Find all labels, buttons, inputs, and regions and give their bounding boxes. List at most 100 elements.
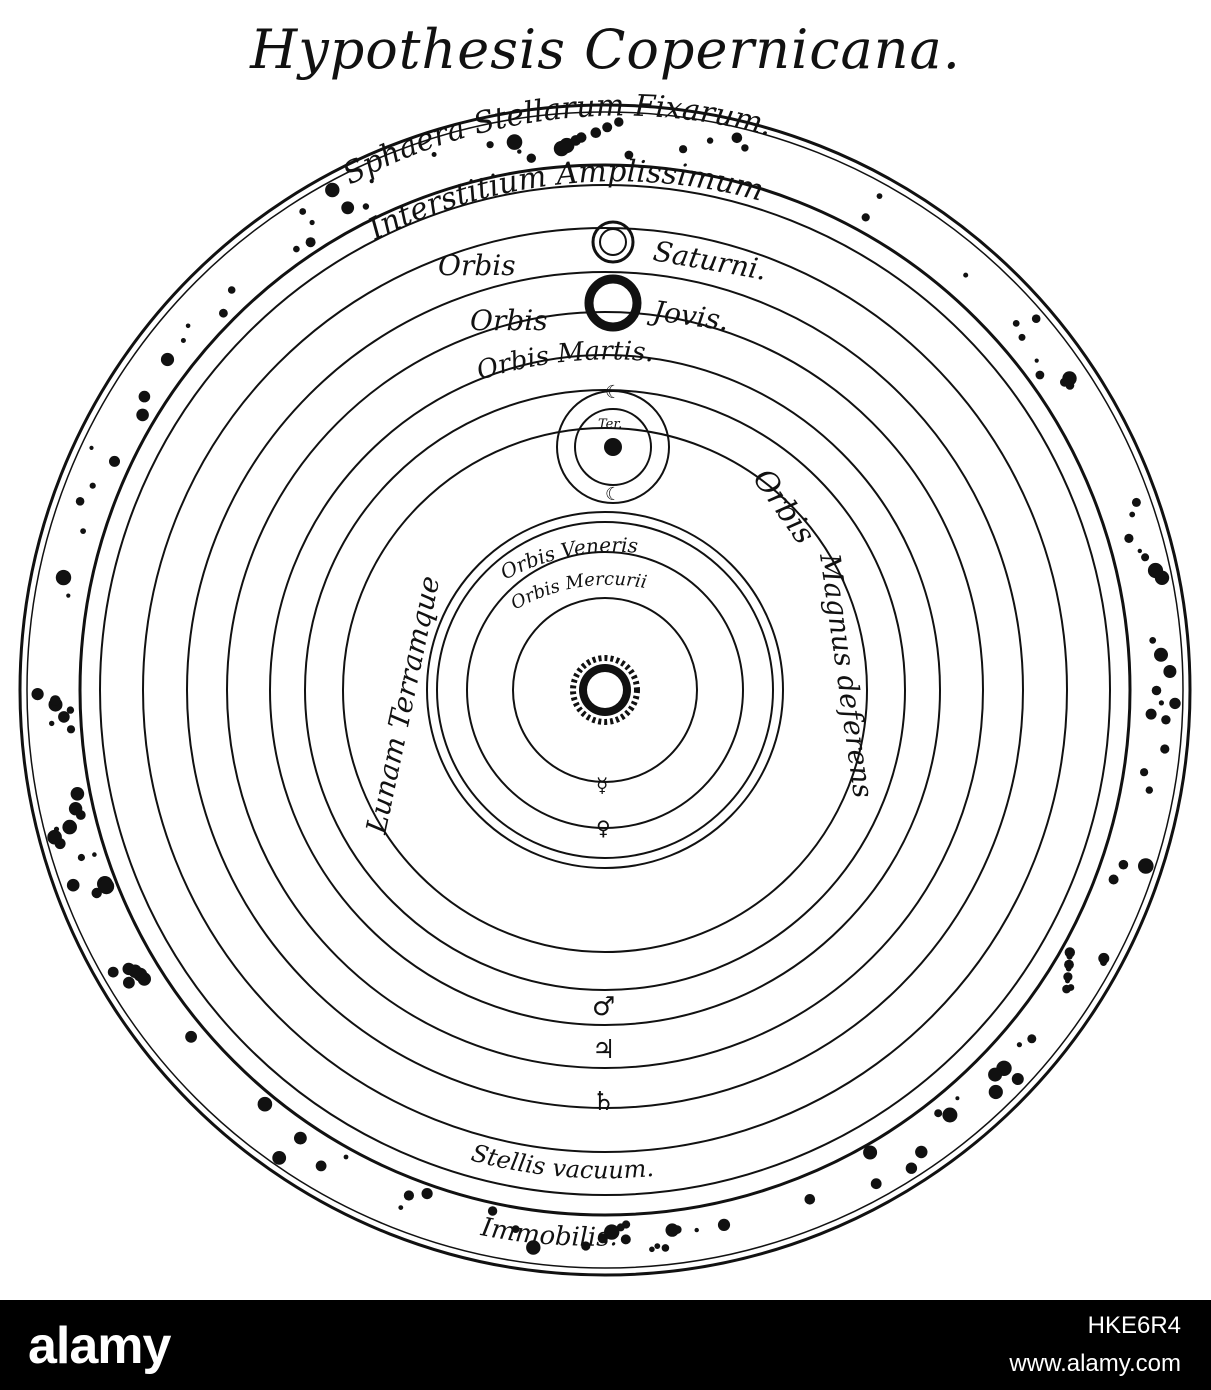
star-icon: [1141, 553, 1150, 562]
star-icon: [294, 1131, 307, 1145]
label-orbis-jovis-left: Orbis: [470, 304, 548, 337]
star-icon: [576, 132, 587, 143]
label-lunam-terramque: Lunam Terramque: [359, 573, 446, 838]
star-icon: [1131, 497, 1141, 507]
star-icon: [1159, 653, 1165, 660]
star-icon: [511, 1225, 520, 1233]
venus-orbit: [466, 551, 744, 829]
star-icon: [624, 150, 634, 160]
star-icon: [1011, 1073, 1024, 1085]
moon-orbit-outer: [556, 390, 670, 504]
star-icon: [1065, 965, 1072, 972]
star-icon: [128, 964, 142, 978]
star-icon: [77, 853, 85, 862]
star-icon: [590, 127, 602, 138]
star-icon: [673, 1225, 682, 1234]
fixed-stars-band-inner: [78, 163, 1132, 1217]
star-icon: [1147, 562, 1164, 579]
star-icon: [731, 132, 743, 144]
star-icon: [870, 1178, 882, 1190]
star-icon: [66, 878, 80, 892]
moon-icon-lower: ☾: [605, 484, 621, 505]
star-icon: [369, 179, 374, 184]
site-url: www.alamy.com: [1009, 1350, 1181, 1377]
star-icon: [905, 1162, 918, 1174]
star-icon: [487, 1206, 498, 1216]
star-icon: [58, 711, 70, 723]
star-icon: [679, 145, 688, 154]
star-icon: [934, 1109, 943, 1118]
moon-orbit-inner: [574, 408, 652, 486]
venus-icon: ♀: [596, 816, 611, 840]
star-icon: [31, 688, 44, 701]
star-icon: [1065, 978, 1070, 984]
star-icon: [526, 1240, 541, 1255]
star-icon: [1161, 715, 1171, 725]
star-icon: [1129, 511, 1136, 518]
image-id: HKE6R4: [1087, 1312, 1181, 1339]
star-icon: [315, 1160, 327, 1172]
star-icon: [1063, 972, 1073, 982]
star-icon: [89, 445, 94, 450]
star-icon: [62, 819, 77, 835]
star-icon: [362, 203, 370, 210]
mars-orbit-inner: [304, 389, 906, 991]
label-terra: Ter.: [598, 417, 622, 432]
label-jovis: Jovis.: [646, 294, 731, 338]
star-icon: [1140, 768, 1149, 777]
star-icon: [109, 455, 120, 467]
star-icon: [53, 826, 60, 832]
earth-orbit-outer: [342, 427, 868, 953]
outer-sphere-ring-inner: [26, 111, 1184, 1269]
star-icon: [80, 528, 86, 534]
star-icon: [122, 976, 135, 989]
star-icon: [1137, 548, 1143, 554]
star-icon: [717, 1218, 731, 1231]
star-icon: [293, 245, 300, 253]
star-icon: [1027, 1034, 1037, 1044]
star-icon: [70, 787, 85, 801]
star-icon: [66, 593, 71, 598]
star-icon: [1108, 874, 1119, 885]
copernican-diagram: ☾ ☾ ☿ ♀ ♂ ♃ ♄ Sphaera Stellarum Fixarum.…: [18, 88, 1192, 1277]
star-icon: [706, 137, 714, 144]
star-icon: [988, 1067, 1003, 1082]
label-stellis-vacuum: Stellis vacuum.: [468, 1139, 654, 1185]
jupiter-orbit: [226, 311, 984, 1069]
star-icon: [955, 1096, 960, 1101]
star-icon: [526, 153, 536, 163]
star-icon: [1100, 959, 1107, 966]
star-icon: [1149, 637, 1157, 644]
mars-icon: ♂: [592, 992, 615, 1022]
star-icon: [98, 878, 115, 895]
star-icon: [89, 482, 96, 489]
star-icon: [272, 1151, 287, 1165]
star-icon: [942, 1107, 958, 1123]
star-icon: [1158, 700, 1164, 706]
star-icon: [1034, 358, 1039, 363]
star-icon: [649, 1246, 655, 1253]
mercury-orbit: [512, 597, 698, 783]
star-icon: [559, 137, 575, 154]
star-icon: [431, 152, 437, 157]
star-icon: [421, 1188, 433, 1200]
star-icon: [1066, 953, 1073, 960]
star-icon: [614, 117, 624, 127]
star-icon: [604, 1224, 620, 1240]
moon-icon: ☾: [605, 382, 621, 403]
star-icon: [50, 695, 61, 706]
star-icon: [1163, 665, 1177, 678]
diagram-title: Hypothesis Copernicana.: [250, 18, 961, 81]
label-orbis-magnus-1: Orbis: [745, 463, 821, 551]
star-icon: [804, 1194, 816, 1205]
star-icon: [915, 1145, 928, 1159]
star-icon: [661, 1244, 670, 1252]
star-icon: [160, 352, 175, 367]
star-icon: [1035, 370, 1045, 380]
star-icon: [1151, 685, 1162, 696]
star-icon: [227, 286, 236, 294]
star-icon: [620, 1234, 631, 1245]
star-icon: [136, 408, 149, 422]
earth-orbit-inner: [426, 511, 784, 869]
